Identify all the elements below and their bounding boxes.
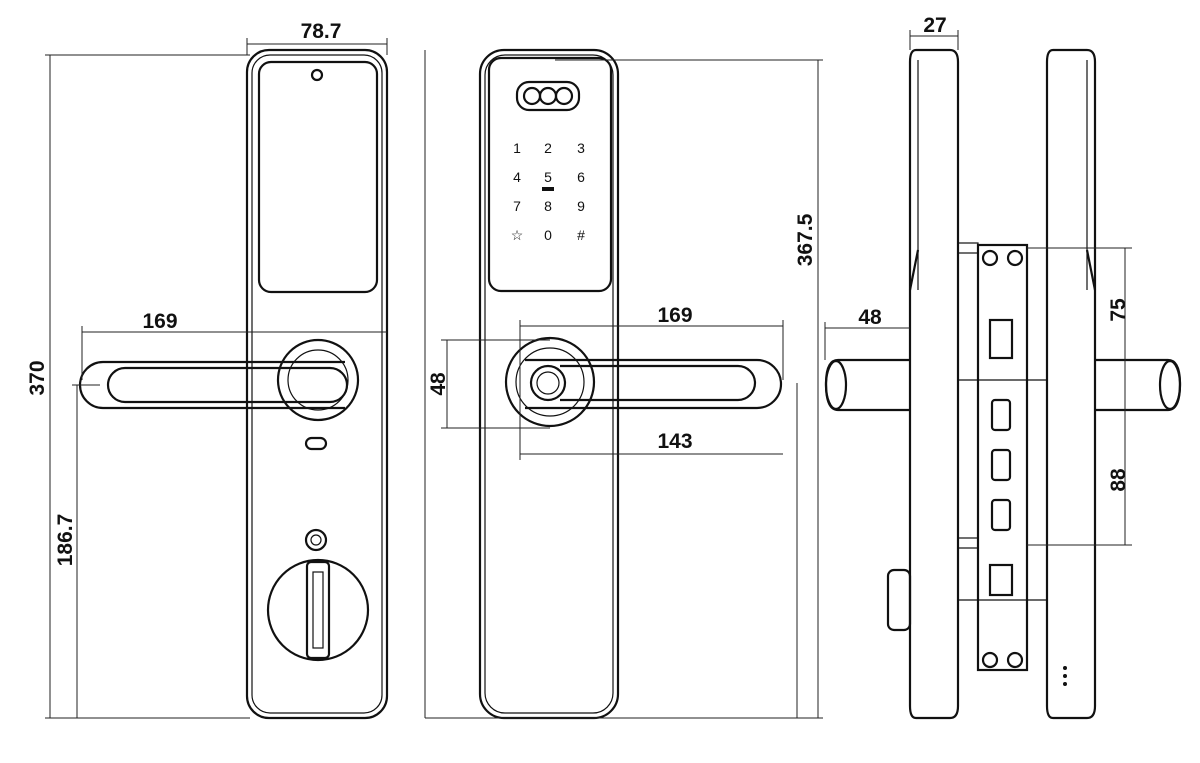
handle-side-left [824,358,910,412]
keypad: 1 2 3 4 5 6 7 8 9 ☆ 0 # [511,140,585,243]
handle-end [824,359,848,411]
thumb-turn-knob [305,560,331,660]
front-view-keypad: 1 2 3 4 5 6 7 8 9 ☆ 0 # [478,48,783,720]
key-8[interactable]: 8 [544,198,552,214]
fingerprint-sensor [529,364,567,402]
mortise-slot [990,498,1012,532]
dim-label-mortise-lower: 88 [1107,468,1130,492]
key-0[interactable]: 0 [544,227,552,243]
front-view-left [78,48,389,720]
screw-icon [981,249,999,267]
mortise-slot [990,448,1012,482]
key-5[interactable]: 5 [544,169,552,185]
sensor-icon [310,68,324,82]
mortise-slot [990,398,1012,432]
key-3[interactable]: 3 [577,140,585,156]
lock-body-inner-edge [484,54,614,714]
fingerprint-sensor-inner [536,371,560,395]
dim-label-front-height: 370 [26,360,49,395]
keyhole-icon [304,528,328,552]
dim-label-front-width: 78.7 [301,20,342,43]
front-plate-side [908,48,960,720]
dimensions-side-view: 27 48 75 88 [824,14,1132,546]
dim-label-mortise-upper: 75 [1107,298,1130,322]
dim-label-handle-length-right: 169 [657,304,692,327]
handle-rosette-inner [287,349,349,411]
thumb-turn [266,558,370,662]
key-1[interactable]: 1 [513,140,521,156]
latch-bolt [988,318,1014,360]
key-star[interactable]: ☆ [511,227,524,243]
dim-label-side-thickness: 27 [923,14,946,37]
dim-label-handle-length-left: 169 [142,310,177,333]
key-7[interactable]: 7 [513,198,521,214]
handle-end [1158,359,1182,411]
dim-label-rosette-height: 48 [427,372,450,396]
lock-body [245,48,389,720]
dim-label-handle-projection: 48 [858,306,882,329]
camera-module [515,80,581,112]
dimensions-view-left: 78.7 370 169 186.7 [26,20,388,719]
key-9[interactable]: 9 [577,198,585,214]
mortise-faceplate [957,242,979,254]
camera-lens-icon [554,86,574,106]
mortise-body [976,243,1029,672]
thumb-turn-side [886,568,912,632]
dot-icon [1063,682,1067,686]
lock-indicator-icon [304,436,328,451]
indicator-bar [542,187,554,191]
thumb-turn-slot [312,571,324,649]
handle-rosette [276,338,360,422]
key-4[interactable]: 4 [513,169,521,185]
keyhole-inner [310,534,322,546]
lock-body-inner-edge [251,54,383,714]
screw-icon [1006,651,1024,669]
lever-handle-inner [106,366,349,404]
key-6[interactable]: 6 [577,169,585,185]
camera-lens-icon [522,86,542,106]
deadbolt [988,563,1014,597]
panel-edge [1085,249,1097,291]
screw-icon [981,651,999,669]
screw-icon [1006,249,1024,267]
lever-handle [525,358,783,410]
handle-side-right [1095,358,1182,412]
dim-label-front2-height: 367.5 [794,213,817,266]
dim-label-handle-height: 186.7 [54,514,77,567]
mortise-faceplate [957,537,979,549]
dimensions-view-keypad: 169 48 143 367.5 [424,50,823,719]
dim-label-handle-reach: 143 [657,430,692,453]
lever-handle-inner [560,364,757,402]
key-2[interactable]: 2 [544,140,552,156]
panel-window [257,60,379,294]
camera-lens-icon [538,86,558,106]
key-hash[interactable]: # [577,227,585,243]
dot-icon [1063,666,1067,670]
side-view [824,48,1182,720]
back-plate-side [1045,48,1097,720]
handle-rosette [504,336,596,428]
handle-rosette-inner [515,347,585,417]
dot-icon [1063,674,1067,678]
keypad-edge [908,249,920,291]
keypad-panel [487,56,613,293]
